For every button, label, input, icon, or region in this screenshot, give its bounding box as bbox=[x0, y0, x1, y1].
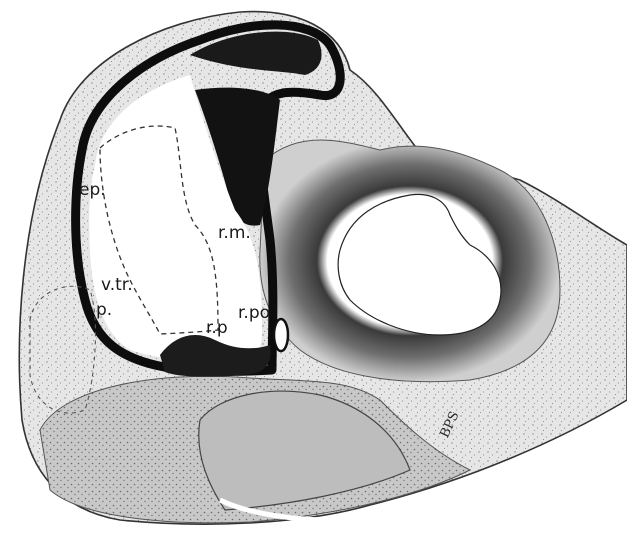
label-rm: r.m. bbox=[218, 223, 251, 243]
label-p: p. bbox=[96, 300, 112, 320]
label-rp: r.p bbox=[206, 318, 228, 338]
label-rpo: r.po bbox=[238, 303, 270, 323]
label-vtr: v.tr. bbox=[101, 275, 133, 295]
label-ep: ep. bbox=[79, 180, 106, 200]
small-oval bbox=[274, 319, 288, 351]
